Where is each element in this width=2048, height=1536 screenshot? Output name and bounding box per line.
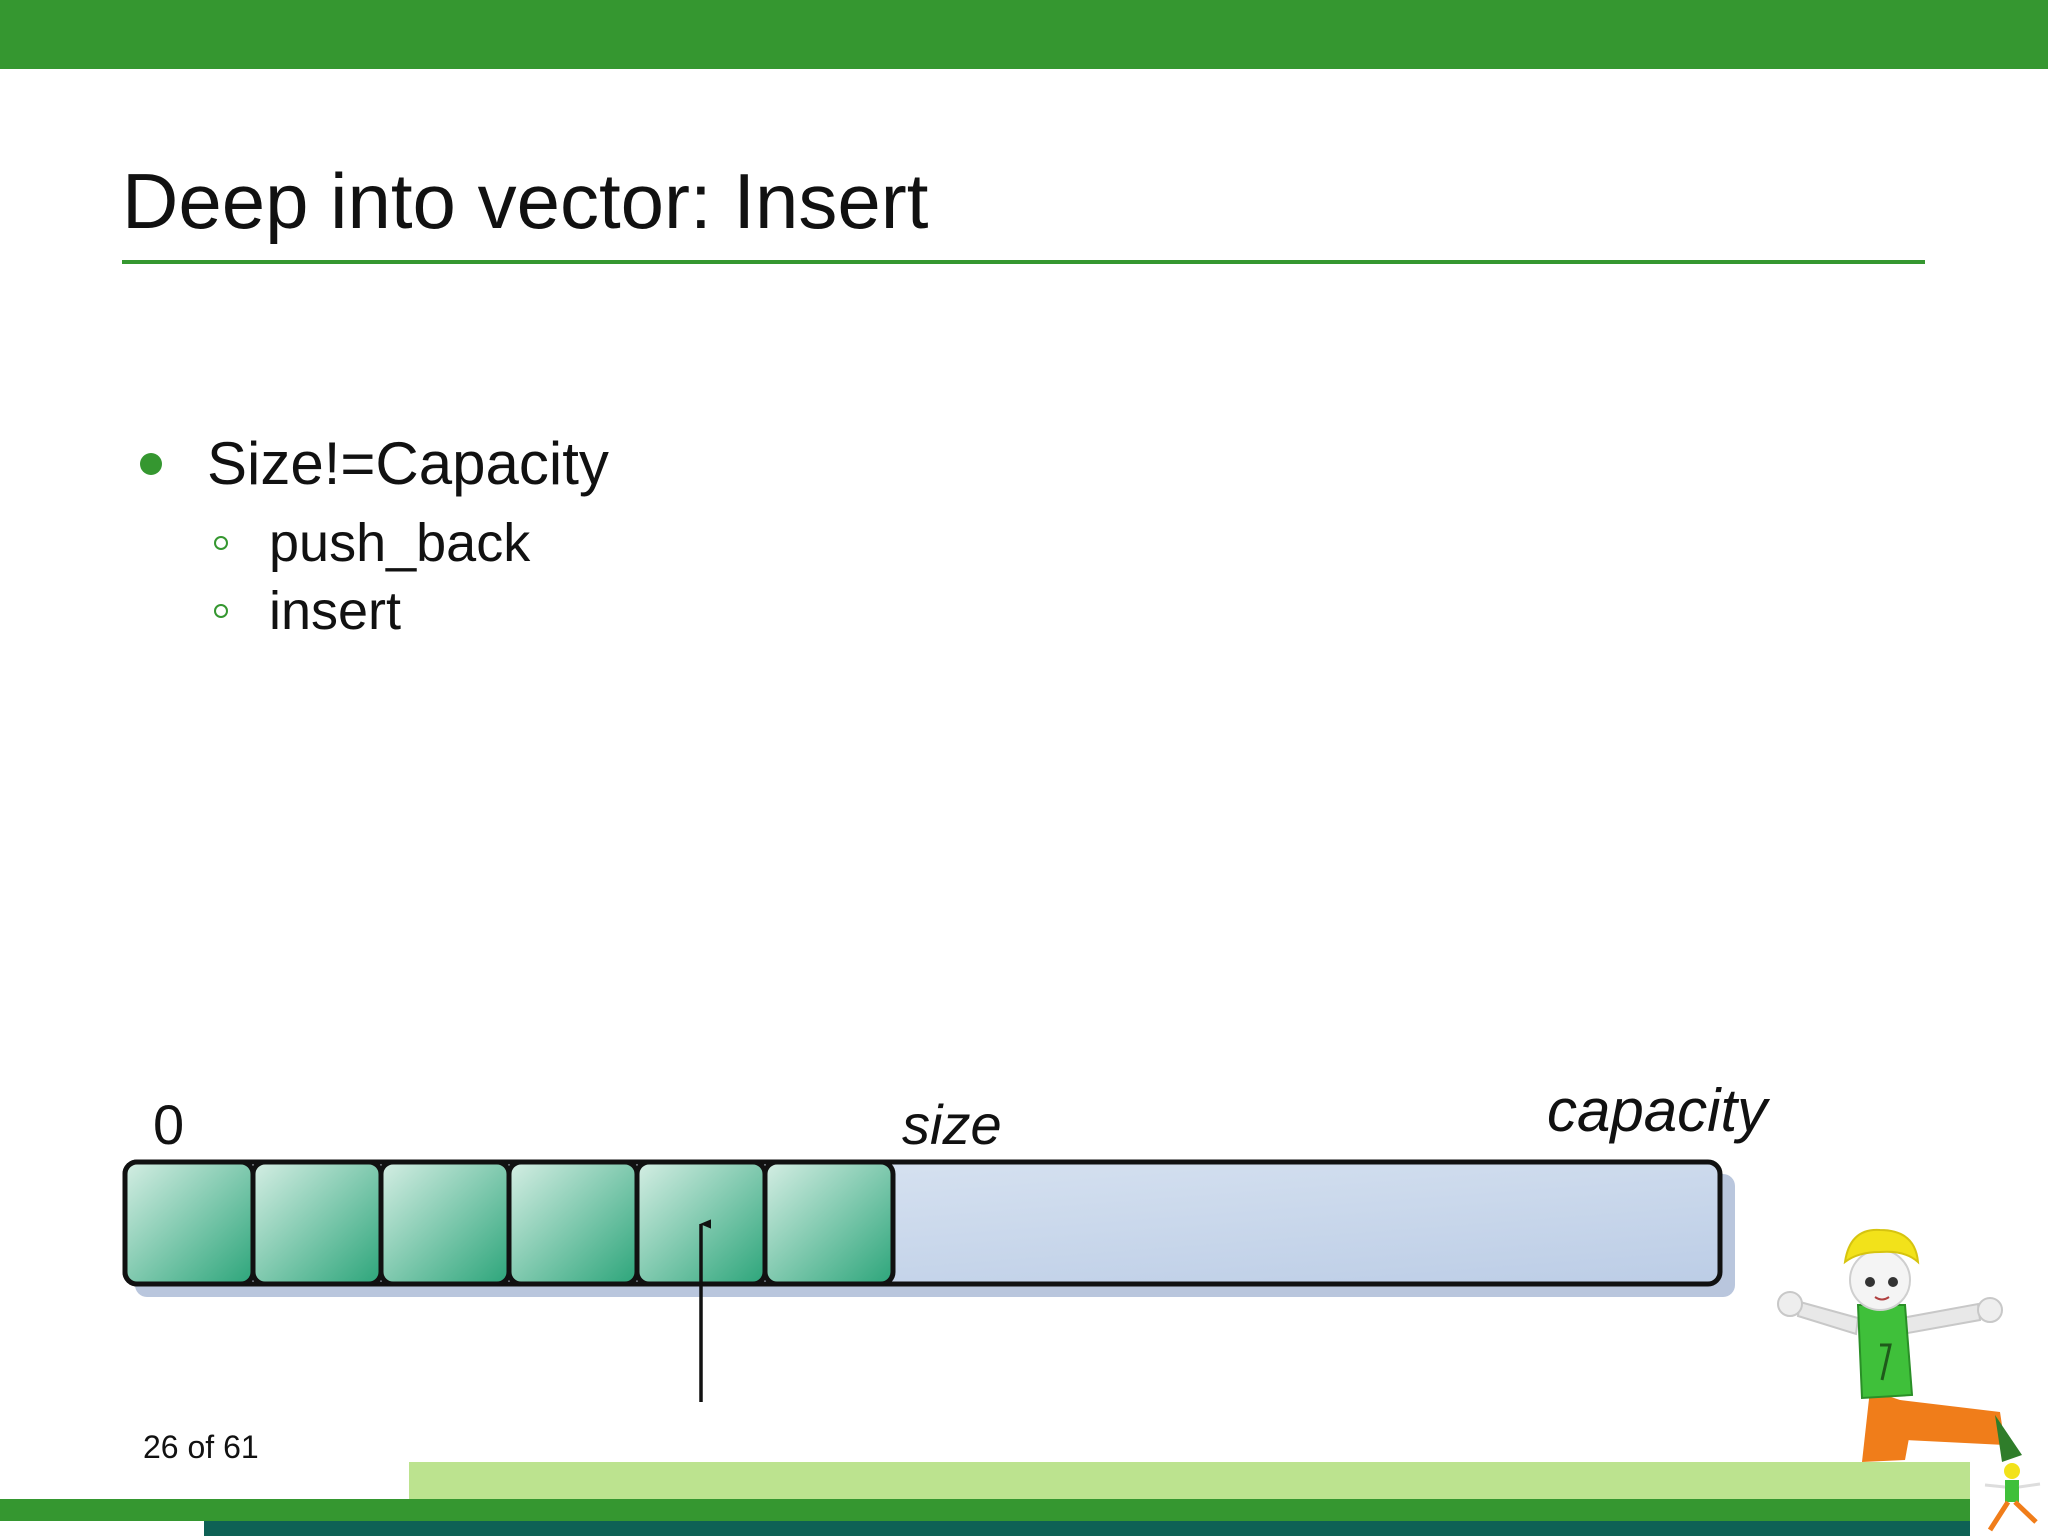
bullet-text-main: Size!=Capacity [207, 430, 609, 497]
footer-light-bar [409, 1462, 1970, 1499]
label-size: size [902, 1093, 1002, 1156]
sub-bullet-circle-icon [214, 536, 228, 550]
sub-bullet-item: push_back [214, 508, 530, 578]
label-capacity: capacity [1547, 1077, 1771, 1144]
vector-cell [762, 1159, 896, 1287]
bullet-item-main: Size!=Capacity [140, 424, 609, 504]
footer-teal-bar [204, 1521, 1970, 1536]
page-number: 26 of 61 [143, 1429, 259, 1465]
label-start-index: 0 [153, 1093, 184, 1156]
vector-cell [378, 1159, 512, 1287]
footer-white-block [0, 1521, 204, 1536]
top-header-bar [0, 0, 2048, 69]
cartoon-mascot-icon [1777, 1228, 2022, 1462]
slide-title: Deep into vector: Insert [122, 157, 929, 245]
sub-bullet-circle-icon [214, 604, 228, 618]
sub-bullet-item: insert [214, 576, 401, 646]
title-underline [122, 260, 1925, 264]
bullet-dot-icon [140, 453, 162, 475]
vector-cell [506, 1159, 640, 1287]
sub-bullet-text: insert [269, 581, 402, 641]
filled-cells [122, 1159, 896, 1287]
footer-green-bar [0, 1499, 1970, 1521]
small-mascot-icon [1984, 1463, 2041, 1532]
vector-cell [122, 1159, 256, 1287]
vector-cell [250, 1159, 384, 1287]
sub-bullet-text: push_back [269, 513, 531, 573]
